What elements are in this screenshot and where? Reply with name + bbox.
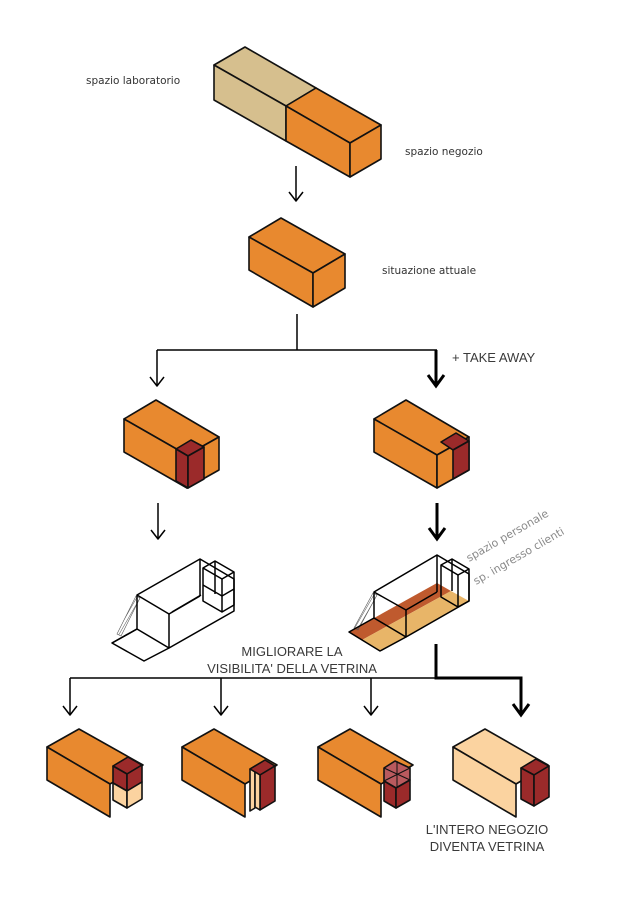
- plan-b-wireframe: [348, 554, 470, 652]
- improve-visibility-line1: MIGLIORARE LA: [241, 644, 342, 659]
- stairs-icon: [116, 595, 141, 637]
- counter-side: [452, 440, 470, 480]
- whole-shop-line2: DIVENTA VETRINA: [430, 839, 545, 854]
- shop-end-face: [349, 124, 382, 178]
- client-zone: [362, 591, 469, 651]
- shop-space-label: spazio negozio: [405, 146, 483, 158]
- current-end-face: [312, 253, 346, 308]
- current-volume: [248, 217, 346, 308]
- option-b-volume: [373, 399, 470, 489]
- variant-1-volume: [46, 728, 144, 818]
- take-away-arrow: [426, 350, 446, 389]
- display-block-front: [175, 448, 189, 489]
- branch-split-1: [149, 314, 437, 387]
- variant-4-volume: [452, 728, 550, 818]
- initial-volume: [213, 46, 382, 178]
- plan-a-wireframe: [111, 558, 235, 662]
- option-a-volume: [123, 399, 220, 489]
- staff-zone: [349, 583, 451, 640]
- improve-visibility-line2: VISIBILITA' DELLA VETRINA: [207, 661, 377, 676]
- arrow-down-a: [150, 503, 166, 540]
- whole-shop-line1: L'INTERO NEGOZIO: [426, 822, 548, 837]
- arrow-down-b: [427, 503, 447, 542]
- take-away-label: + TAKE AWAY: [452, 350, 536, 365]
- main-path-arrow: [434, 644, 531, 718]
- current-situation-label: situazione attuale: [382, 265, 476, 277]
- variant-3-volume: [317, 728, 414, 818]
- variant-2-volume: [181, 728, 278, 818]
- display-block-side: [187, 446, 205, 489]
- arrow-down-1: [288, 166, 304, 202]
- branch-split-2: [62, 677, 437, 716]
- stairs-icon: [353, 592, 378, 631]
- lab-space-label: spazio laboratorio: [86, 75, 180, 87]
